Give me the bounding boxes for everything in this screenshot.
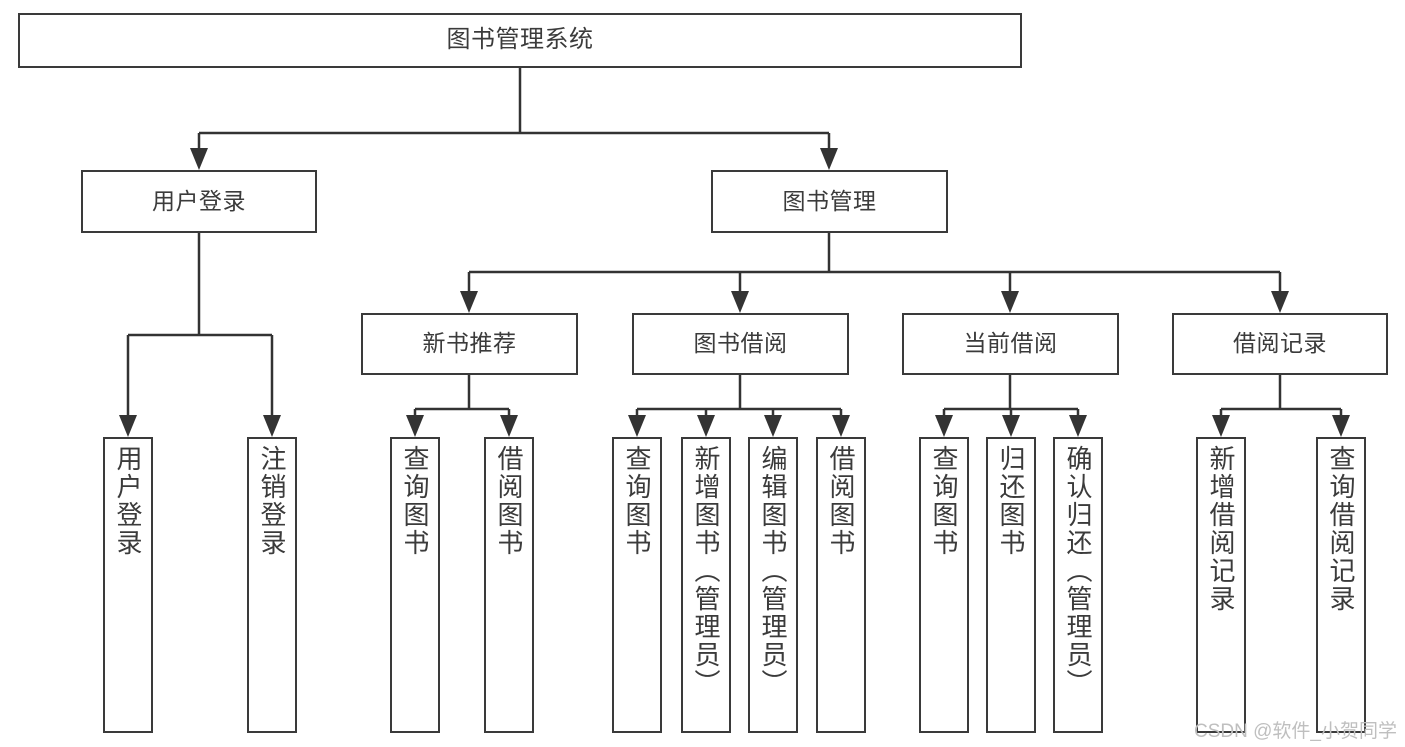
node-leaf-add-book-label: 新增图书（管理员） <box>691 445 721 697</box>
node-root-label: 图书管理系统 <box>446 26 594 54</box>
csdn-watermark: CSDN @软件_小贺同学 <box>1194 721 1397 742</box>
node-book-borrow-label: 图书借阅 <box>693 330 788 357</box>
node-book-manage-label: 图书管理 <box>782 187 877 214</box>
node-new-book-rec-label: 新书推荐 <box>422 330 517 357</box>
node-book-borrow[interactable]: 图书借阅 <box>632 313 849 375</box>
node-leaf-query-book-1-label: 查询图书 <box>400 445 430 557</box>
node-leaf-borrow-book-1-label: 借阅图书 <box>494 445 524 557</box>
node-leaf-return-book-label: 归还图书 <box>996 445 1026 557</box>
node-leaf-query-book-2-label: 查询图书 <box>622 445 652 557</box>
node-leaf-confirm-return-label: 确认归还（管理员） <box>1063 445 1093 697</box>
node-new-book-rec[interactable]: 新书推荐 <box>361 313 578 375</box>
node-leaf-query-record-label: 查询借阅记录 <box>1326 445 1356 613</box>
node-leaf-borrow-book-2-label: 借阅图书 <box>826 445 856 557</box>
node-leaf-return-book[interactable]: 归还图书 <box>986 437 1036 733</box>
node-leaf-user-login[interactable]: 用户登录 <box>103 437 153 733</box>
node-leaf-user-login-label: 用户登录 <box>113 445 143 557</box>
node-leaf-query-book-2[interactable]: 查询图书 <box>612 437 662 733</box>
node-root[interactable]: 图书管理系统 <box>18 13 1022 68</box>
node-leaf-edit-book-label: 编辑图书（管理员） <box>758 445 788 697</box>
node-leaf-borrow-book-1[interactable]: 借阅图书 <box>484 437 534 733</box>
node-leaf-query-book-3-label: 查询图书 <box>929 445 959 557</box>
node-leaf-add-record[interactable]: 新增借阅记录 <box>1196 437 1246 733</box>
node-leaf-borrow-book-2[interactable]: 借阅图书 <box>816 437 866 733</box>
node-leaf-query-book-3[interactable]: 查询图书 <box>919 437 969 733</box>
node-book-manage[interactable]: 图书管理 <box>711 170 948 233</box>
node-leaf-edit-book[interactable]: 编辑图书（管理员） <box>748 437 798 733</box>
node-user-login[interactable]: 用户登录 <box>81 170 317 233</box>
node-leaf-add-book[interactable]: 新增图书（管理员） <box>681 437 731 733</box>
node-leaf-add-record-label: 新增借阅记录 <box>1206 445 1236 613</box>
node-leaf-query-record[interactable]: 查询借阅记录 <box>1316 437 1366 733</box>
node-leaf-logout-label: 注销登录 <box>257 445 287 557</box>
node-leaf-logout[interactable]: 注销登录 <box>247 437 297 733</box>
node-borrow-record-label: 借阅记录 <box>1233 330 1327 357</box>
node-current-borrow[interactable]: 当前借阅 <box>902 313 1119 375</box>
node-borrow-record[interactable]: 借阅记录 <box>1172 313 1388 375</box>
node-user-login-label: 用户登录 <box>152 187 246 214</box>
node-leaf-confirm-return[interactable]: 确认归还（管理员） <box>1053 437 1103 733</box>
node-current-borrow-label: 当前借阅 <box>963 330 1058 357</box>
node-leaf-query-book-1[interactable]: 查询图书 <box>390 437 440 733</box>
